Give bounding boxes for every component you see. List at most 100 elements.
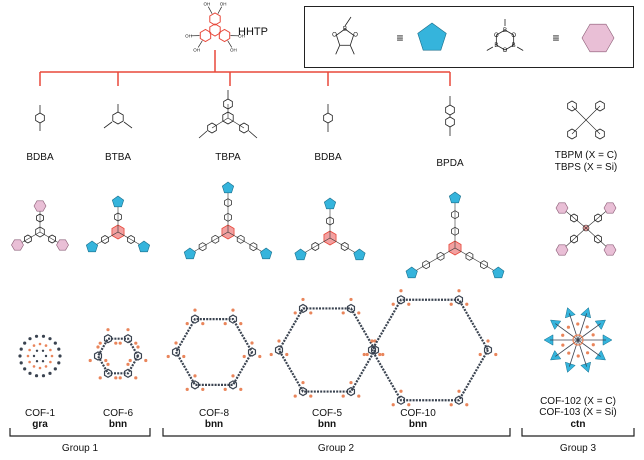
framework-atom bbox=[35, 349, 39, 352]
bond bbox=[469, 256, 485, 265]
framework-bond bbox=[555, 339, 579, 357]
pentagon-node-icon bbox=[405, 266, 418, 279]
bond bbox=[315, 237, 331, 247]
bond bbox=[425, 256, 441, 265]
oxygen-dot bbox=[591, 333, 595, 337]
ring-bond bbox=[344, 28, 354, 36]
oxygen-dot bbox=[126, 362, 130, 366]
cof-topology-6: bnn bbox=[108, 419, 128, 430]
ring-bond bbox=[504, 29, 514, 36]
linker-ring bbox=[326, 216, 334, 226]
linker-ring bbox=[224, 198, 232, 208]
framework-atom bbox=[44, 365, 48, 368]
central-cluster bbox=[572, 334, 584, 346]
vertex-ring bbox=[171, 347, 181, 357]
pentagon-node-icon bbox=[492, 266, 505, 279]
benzene-ring bbox=[445, 116, 455, 128]
connector-tree bbox=[39, 50, 451, 86]
linker-ring bbox=[465, 251, 474, 261]
framework-atom bbox=[23, 341, 27, 345]
bond bbox=[585, 105, 601, 121]
vertex-ring bbox=[396, 395, 406, 405]
framework-atom bbox=[28, 360, 31, 364]
oxygen-dot bbox=[106, 328, 110, 332]
pentagon-node-icon bbox=[137, 240, 151, 253]
tetrahedral-unit bbox=[550, 319, 562, 331]
framework-atom bbox=[34, 334, 39, 338]
oxygen-dot bbox=[98, 376, 102, 380]
oxygen-dot bbox=[449, 302, 453, 306]
linker-ring bbox=[340, 242, 349, 251]
oxygen-dot bbox=[465, 302, 469, 306]
pentagon-node-icon bbox=[183, 247, 196, 260]
ring-bond bbox=[336, 28, 346, 36]
oxygen-dot bbox=[239, 321, 243, 326]
cof-label-8: COF-8 bbox=[199, 408, 229, 419]
group-label-3: Group 3 bbox=[559, 443, 597, 454]
bond bbox=[440, 247, 456, 257]
central-ring bbox=[209, 23, 221, 37]
bond bbox=[227, 231, 241, 240]
oxygen-dot bbox=[391, 302, 395, 306]
benzene-ring bbox=[445, 104, 455, 116]
oxygen-dot bbox=[457, 289, 461, 293]
oxygen-dot bbox=[250, 341, 254, 345]
vertex-ring bbox=[454, 395, 464, 405]
vertex-ring bbox=[454, 295, 464, 305]
oxygen-atom-label: O bbox=[494, 33, 499, 39]
benzene-ring bbox=[595, 100, 605, 112]
oxygen-dot bbox=[585, 325, 589, 329]
vertex-ring bbox=[103, 333, 113, 344]
framework-atom bbox=[32, 365, 36, 368]
framework-atom bbox=[44, 354, 48, 358]
ring-bond bbox=[336, 35, 341, 46]
boron-atom-label: B bbox=[512, 43, 516, 49]
hub-label: HHTP bbox=[238, 26, 268, 38]
oxygen-dot bbox=[494, 352, 498, 357]
oxygen-dot bbox=[381, 352, 385, 357]
oxygen-dot bbox=[277, 339, 281, 343]
oxygen-dot bbox=[201, 387, 205, 392]
vertex-ring bbox=[396, 295, 406, 305]
bond bbox=[103, 121, 113, 129]
oxygen-dot bbox=[106, 362, 110, 366]
tetrahedral-unit bbox=[594, 349, 606, 361]
boron-atom-label: B bbox=[503, 28, 507, 34]
linker-label-tbpm: TBPM (X = C) bbox=[554, 150, 618, 161]
framework-atom bbox=[18, 354, 22, 358]
bond bbox=[349, 45, 355, 55]
oxygen-dot bbox=[166, 354, 170, 359]
framework-atom bbox=[35, 360, 39, 363]
tetrahedral-unit bbox=[594, 319, 606, 331]
linker-label-bdba-1: BDBA bbox=[26, 152, 54, 163]
framework-atom bbox=[28, 371, 32, 375]
oxygen-dot bbox=[585, 351, 590, 355]
oxygen-dot bbox=[486, 339, 490, 343]
framework-atom bbox=[26, 354, 30, 358]
linker-structures bbox=[35, 90, 605, 140]
framework-atom bbox=[50, 354, 54, 358]
oxygen-dot bbox=[128, 358, 132, 363]
framework-atom bbox=[23, 367, 27, 371]
benzene-ring bbox=[567, 128, 577, 140]
cof-label-102: COF-102 (X = C) bbox=[540, 396, 616, 407]
bond bbox=[571, 105, 587, 121]
oxygen-dot bbox=[357, 311, 361, 315]
building-block-nodes bbox=[11, 181, 617, 279]
oxygen-dot bbox=[144, 358, 148, 363]
benzene-ring bbox=[24, 234, 32, 244]
framework-atom bbox=[34, 374, 39, 378]
vertex-ring bbox=[133, 351, 143, 361]
oxygen-dot bbox=[134, 341, 138, 345]
hexagon-legend-icon bbox=[581, 23, 615, 53]
oxygen-dot bbox=[407, 302, 411, 306]
pentagon-node-icon bbox=[353, 248, 366, 261]
oxygen-dot bbox=[223, 387, 227, 392]
hexagon-node-icon bbox=[555, 202, 569, 214]
cof-label-10: COF-10 bbox=[400, 408, 436, 419]
bond bbox=[197, 40, 203, 48]
linker-ring bbox=[211, 234, 220, 244]
oxygen-dot bbox=[242, 354, 246, 359]
pentagon-node-icon bbox=[448, 191, 462, 204]
